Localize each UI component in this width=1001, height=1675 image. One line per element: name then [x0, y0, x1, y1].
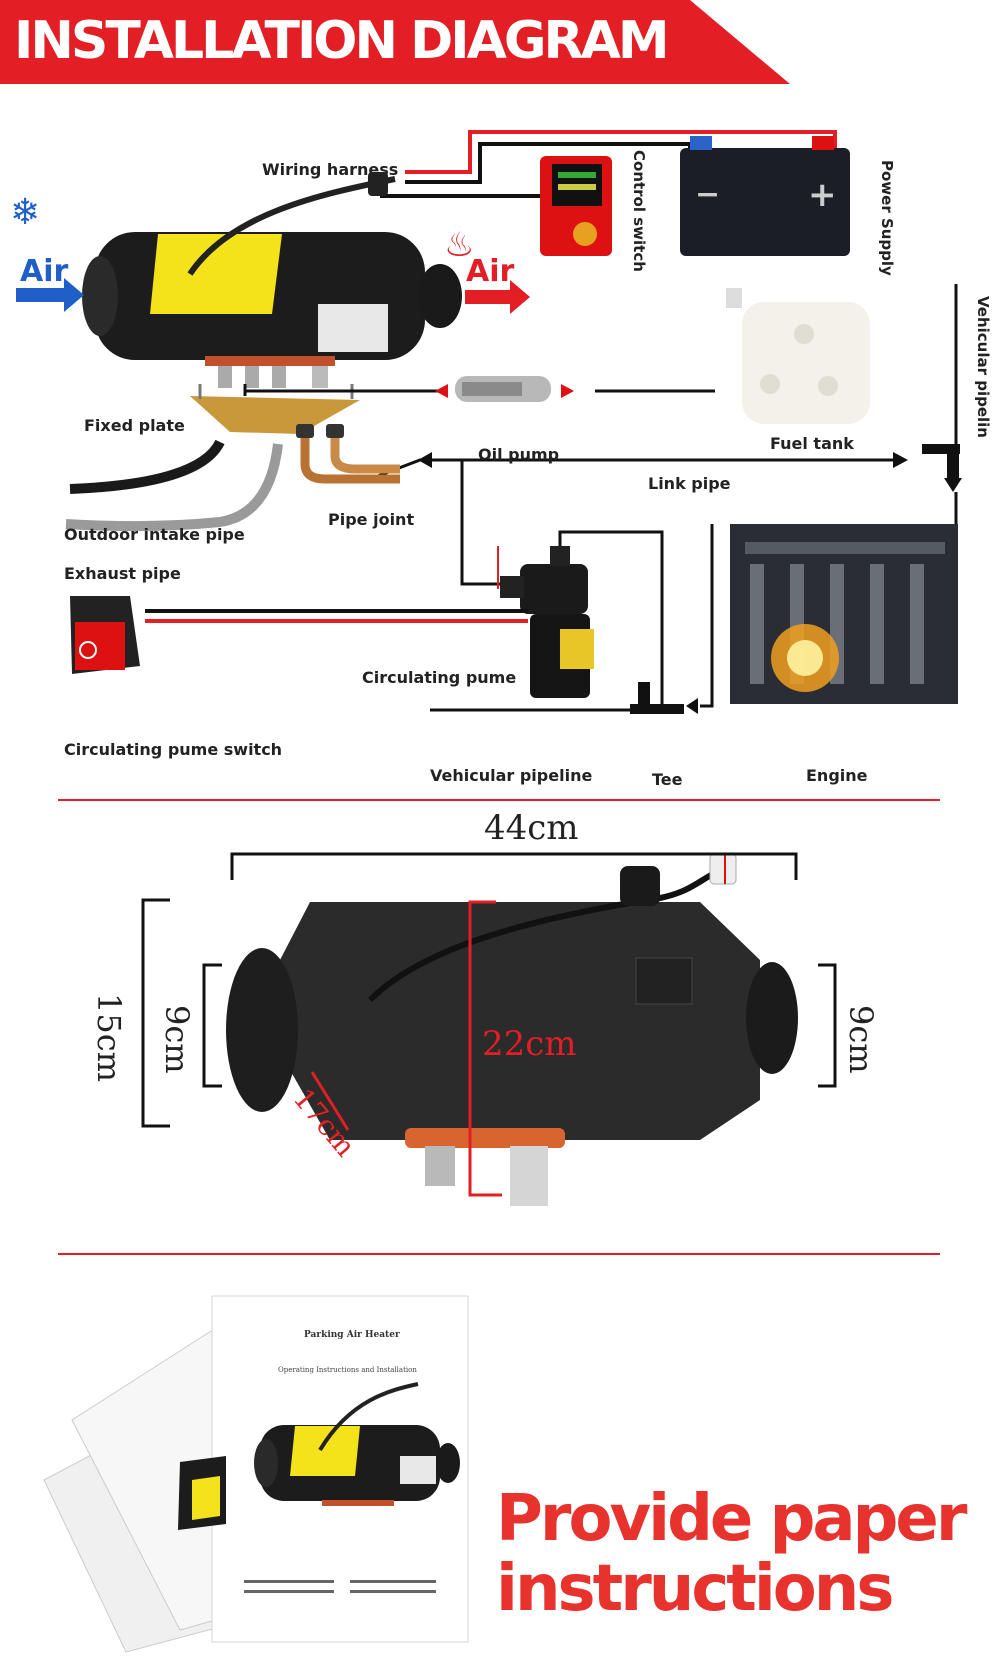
promo-text: Provide paper instructions	[496, 1482, 967, 1626]
dim-outlet: 9cm	[842, 1005, 880, 1074]
air-out-arrow	[465, 280, 530, 314]
label-tee: Tee	[652, 770, 683, 789]
rocker-switch-shape	[70, 596, 140, 674]
label-exhaust-pipe: Exhaust pipe	[64, 564, 181, 583]
fixed-plate-shape	[190, 396, 360, 434]
promo-line-1: Provide paper	[496, 1482, 967, 1556]
outdoor-intake-pipe-shape	[69, 439, 225, 494]
label-vehicular-pipelin: Vehicular pipelin	[974, 296, 992, 438]
inner-height-bracket	[468, 900, 502, 1197]
label-circulating-pume-switch: Circulating pume switch	[64, 740, 283, 759]
control-switch-device	[540, 156, 612, 256]
diagonal-bracket	[310, 1071, 350, 1131]
label-power-supply: Power Supply	[878, 160, 896, 276]
label-oil-pump: Oil pump	[478, 445, 560, 464]
svg-text:+: +	[808, 175, 837, 215]
label-fixed-plate: Fixed plate	[84, 416, 185, 435]
page-title: INSTALLATION DIAGRAM	[14, 11, 670, 71]
manual-subtitle: Operating Instructions and Installation	[278, 1366, 417, 1374]
heater-side-view	[226, 853, 798, 1206]
heater-unit	[82, 232, 462, 388]
label-control-switch: Control switch	[630, 150, 648, 272]
installation-diagram: − + ❄ ♨	[10, 130, 962, 801]
outlet-bracket	[818, 963, 837, 1088]
manual-booklets	[43, 1295, 469, 1653]
dim-inlet: 9cm	[158, 1005, 196, 1074]
manual-side-heater	[178, 1456, 226, 1530]
link-pipe-line	[377, 452, 908, 478]
label-circulating-pume: Circulating pume	[362, 668, 517, 687]
battery: − +	[680, 136, 850, 256]
svg-text:−: −	[695, 177, 720, 212]
dim-length: 44cm	[484, 808, 579, 848]
tee-bottom-shape	[430, 524, 714, 714]
manual-heater-image	[254, 1382, 460, 1506]
fuel-line	[243, 376, 715, 402]
circulation-return-line	[418, 452, 520, 586]
label-link-pipe: Link pipe	[648, 474, 731, 493]
snowflake-icon: ❄	[10, 192, 40, 233]
label-pipe-joint: Pipe joint	[328, 510, 415, 529]
header-corner-decor	[690, 0, 1001, 84]
vehicular-pipeline-right	[922, 284, 962, 554]
dim-inner-height: 22cm	[482, 1024, 577, 1064]
wiring-harness-cable	[187, 176, 396, 276]
fuel-tank-shape	[726, 288, 870, 424]
exhaust-pipe-shape	[65, 443, 283, 532]
flame-icon: ♨	[444, 225, 474, 265]
label-engine: Engine	[806, 766, 868, 785]
label-fuel-tank: Fuel tank	[770, 434, 854, 453]
air-out-label: Air	[466, 254, 515, 289]
height-bracket	[141, 898, 170, 1128]
engine-image	[730, 524, 958, 704]
inlet-bracket	[202, 963, 222, 1088]
label-wiring-harness: Wiring harness	[262, 160, 399, 179]
dimension-drawing	[58, 852, 940, 1255]
label-outdoor-intake-pipe: Outdoor intake pipe	[64, 525, 245, 544]
air-in-label: Air	[20, 254, 69, 289]
promo-line-2: instructions	[496, 1552, 894, 1626]
pipe-joint-shape	[296, 424, 400, 484]
harness-connector	[368, 172, 388, 196]
dim-height: 15cm	[90, 993, 128, 1082]
circulating-pump-shape	[500, 546, 594, 698]
length-bracket	[230, 852, 798, 880]
manual-title: Parking Air Heater	[304, 1330, 400, 1340]
air-in-arrow	[16, 278, 84, 312]
switch-wires	[145, 609, 528, 623]
label-vehicular-pipeline: Vehicular pipeline	[430, 766, 593, 785]
